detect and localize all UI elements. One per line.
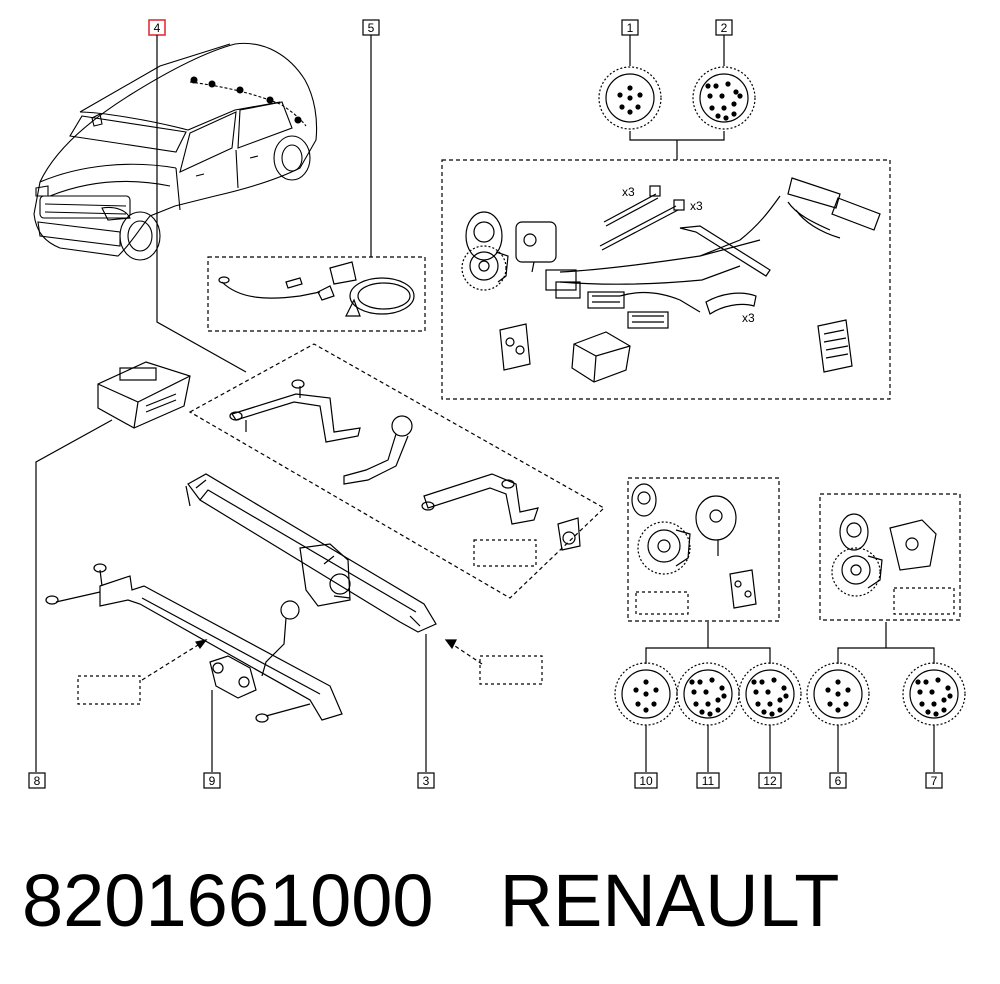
group-box-socket-13 xyxy=(627,477,780,622)
callout-4[interactable]: 4 xyxy=(148,19,166,36)
socket-13pin-top xyxy=(692,66,756,130)
pointer-9 xyxy=(141,639,207,681)
pointer-9-arrow xyxy=(195,639,208,650)
callout-2[interactable]: 2 xyxy=(715,19,733,36)
svg-text:2: 2 xyxy=(721,21,728,35)
callout-3[interactable]: 3 xyxy=(417,772,435,789)
group-box-wiring-kit xyxy=(441,159,891,400)
svg-text:10: 10 xyxy=(639,774,653,788)
pointer-3-arrow xyxy=(444,639,457,650)
socket-13pin-11 xyxy=(676,662,740,726)
svg-text:11: 11 xyxy=(702,774,715,788)
bracket-1-2 xyxy=(629,131,725,160)
callout-12[interactable]: 12 xyxy=(758,772,782,789)
car-illustration xyxy=(33,42,318,261)
callout-11[interactable]: 11 xyxy=(696,772,720,789)
svg-text:4: 4 xyxy=(154,21,161,35)
svg-text:6: 6 xyxy=(835,774,842,788)
ties-qty-label: x3 xyxy=(622,185,635,199)
leader-4 xyxy=(156,35,247,373)
callout-5[interactable]: 5 xyxy=(362,19,380,36)
socket-7pin-6 xyxy=(806,662,870,726)
svg-text:12: 12 xyxy=(763,774,777,788)
socket-kit-7 xyxy=(831,513,955,615)
socket-7pin-10 xyxy=(614,662,678,726)
socket-13pin-12 xyxy=(738,662,802,726)
svg-text:3: 3 xyxy=(423,774,430,788)
svg-text:7: 7 xyxy=(931,774,938,788)
leader-8 xyxy=(35,419,113,772)
label-box-3 xyxy=(479,655,543,685)
callout-8[interactable]: 8 xyxy=(28,772,46,789)
socket-13pin-7 xyxy=(902,662,966,726)
socket-7pin-top xyxy=(598,66,662,130)
tow-brackets xyxy=(229,379,581,567)
callout-6[interactable]: 6 xyxy=(829,772,847,789)
control-module xyxy=(97,361,191,429)
bracket-10-12 xyxy=(645,622,771,664)
svg-text:1: 1 xyxy=(627,21,634,35)
towbar-beam xyxy=(185,473,437,633)
part-number: 8201661000 xyxy=(22,859,434,942)
group-box-tow-parts xyxy=(188,343,605,599)
towbar-assembly xyxy=(45,563,343,723)
wiring-kit: x3 x3 x3 xyxy=(461,177,881,383)
svg-text:5: 5 xyxy=(368,21,375,35)
wire-sensor-kit xyxy=(218,261,415,317)
group-box-socket-7 xyxy=(819,493,961,621)
label-box-9 xyxy=(77,675,141,705)
bracket-6-7 xyxy=(837,622,935,664)
svg-text:9: 9 xyxy=(209,774,216,788)
seals-qty-label: x3 xyxy=(742,311,755,325)
brand-name: RENAULT xyxy=(499,859,840,942)
callout-9[interactable]: 9 xyxy=(203,772,221,789)
callout-7[interactable]: 7 xyxy=(925,772,943,789)
footer: 8201661000 RENAULT xyxy=(22,858,839,943)
callout-10[interactable]: 10 xyxy=(634,772,658,789)
callout-1[interactable]: 1 xyxy=(621,19,639,36)
svg-text:8: 8 xyxy=(34,774,41,788)
screws-qty-label: x3 xyxy=(690,199,703,213)
socket-kit-13 xyxy=(631,483,757,615)
group-box-5 xyxy=(207,256,426,332)
